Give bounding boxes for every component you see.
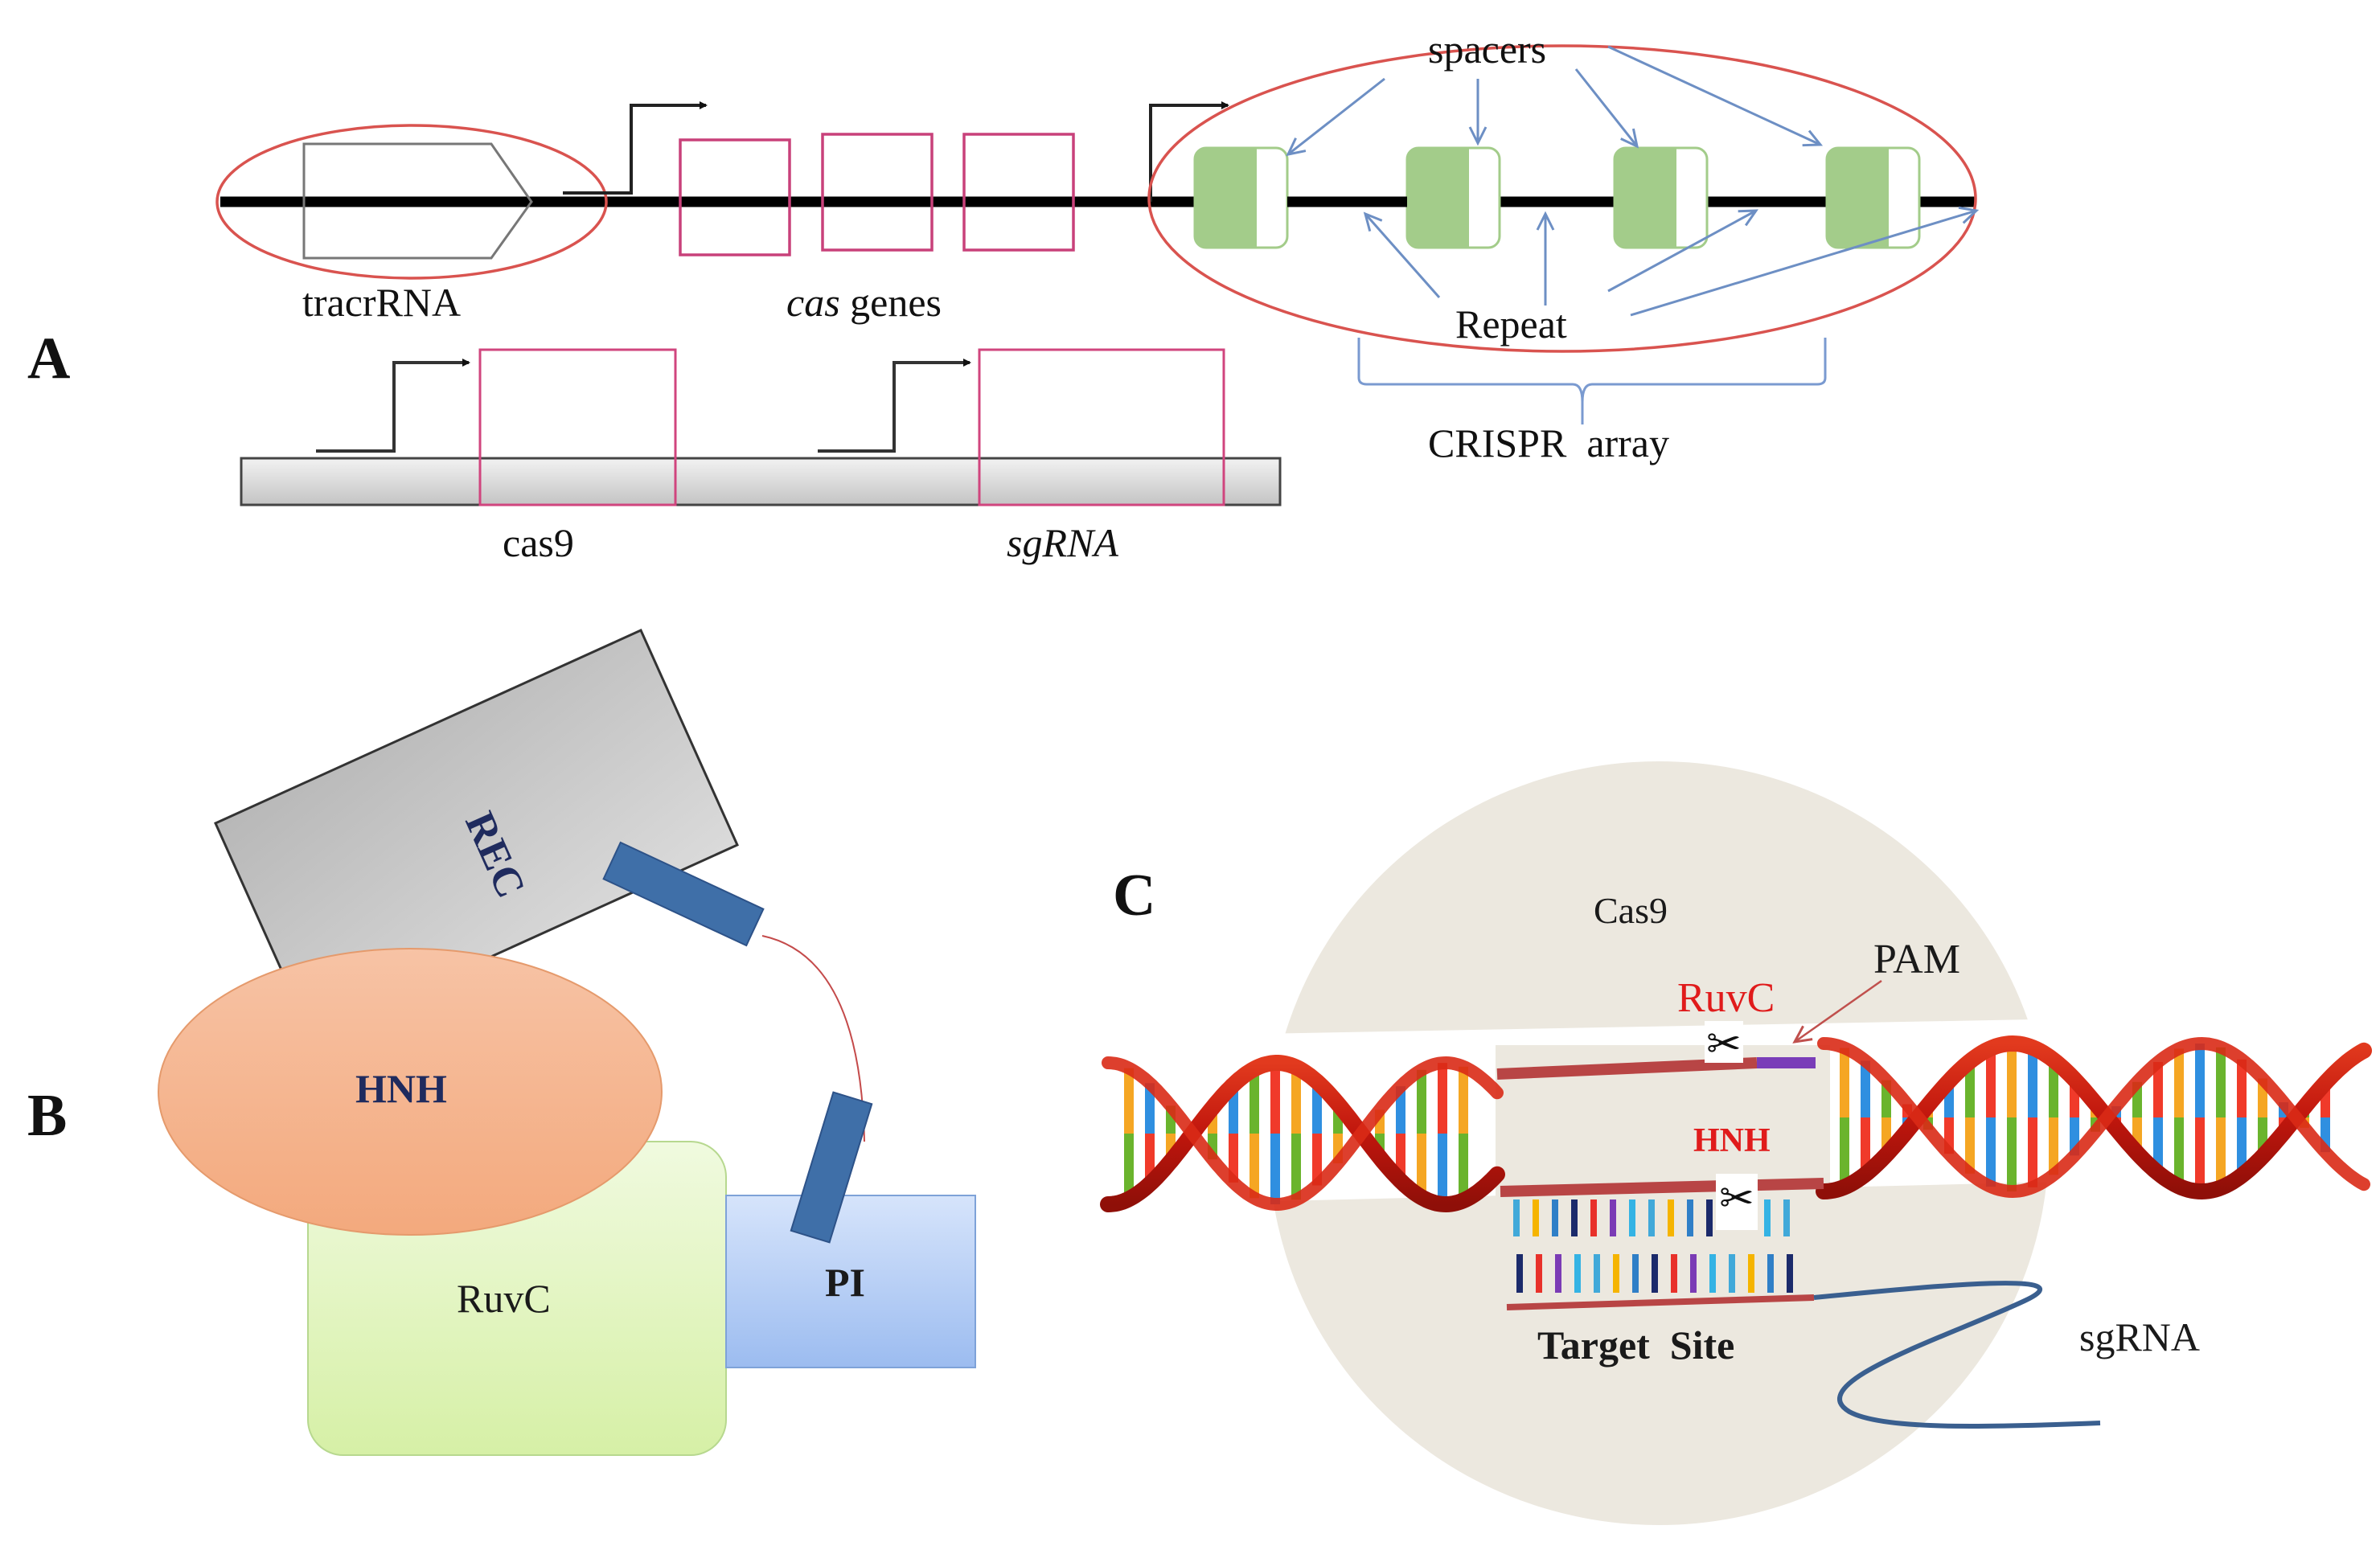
cas-gene-box-1: [679, 138, 791, 256]
tracrrna-highlight-ellipse: [215, 124, 608, 280]
dna-double-helix-left: [1100, 1055, 1505, 1213]
hnh-cut-label: HNH: [1693, 1122, 1771, 1159]
spacer-arrow-3: [1574, 68, 1639, 149]
promoter-arrow-cas-genes: [563, 101, 708, 195]
target-strand: [1500, 1178, 1824, 1197]
cas9-gene-label: cas9: [503, 520, 574, 565]
hnh-scissors-icon: ✂: [1719, 1175, 1754, 1223]
promoter-arrow-sgrna: [818, 359, 971, 453]
rec-pi-linker: [761, 935, 865, 1142]
cas9-inner-region: [1496, 1045, 1830, 1206]
tracrrna-label: tracrRNA: [302, 280, 461, 325]
panel-c: C ✂ ✂ Cas9 PAM RuvC HNH Target Site sgRN…: [1085, 761, 2380, 1525]
sgrna-spacer-strand: [1506, 1294, 1815, 1310]
crispr-array-brace: [1357, 338, 1827, 424]
repeat-segment: [1407, 148, 1469, 248]
pi-domain: [725, 1195, 976, 1368]
spacer-arrows: [1286, 45, 1824, 157]
repeat-arrow-4: [1630, 206, 1980, 317]
crispr-unit-3: [1613, 146, 1709, 249]
helix-backbone-strand: [1816, 1035, 2372, 1200]
repeat-arrow-1: [1363, 211, 1441, 298]
helix-backbone-strand: [1102, 1056, 1504, 1211]
cas-genes-label-italic: cas: [786, 280, 840, 325]
repeat-arrow-3: [1607, 209, 1758, 293]
cas-gene-box-3: [962, 133, 1075, 252]
crispr-array-label: CRISPR array: [1428, 420, 1669, 465]
cas9-gene-box: [478, 348, 677, 506]
ruvc-cut-label: RuvC: [1677, 975, 1775, 1021]
spacers-label: spacers: [1428, 27, 1546, 72]
panel-label-b: B: [27, 1083, 67, 1149]
crispr-unit-4: [1825, 146, 1921, 249]
linker-helix-top: [602, 841, 765, 947]
spacer-arrow-4: [1607, 45, 1824, 147]
crispr-unit-2: [1405, 146, 1501, 249]
non-target-strand: [1496, 1057, 1758, 1080]
dna-double-helix-right: [1816, 1035, 2372, 1200]
cas-genes-label: cas genes: [786, 280, 942, 325]
panel-label-a: A: [27, 326, 70, 392]
hnh-scissors-bg: [1716, 1174, 1758, 1230]
linker-helix-bottom: [790, 1091, 873, 1244]
ruvc-scissors-icon: ✂: [1706, 1020, 1742, 1068]
promoter-arrow-cas9: [316, 359, 470, 453]
sgrna-scaffold: [1813, 1281, 2101, 1429]
expression-vector-bar: [240, 457, 1282, 506]
hnh-domain: [158, 948, 663, 1236]
cas-genes-label-rest: genes: [840, 280, 942, 325]
pi-label: PI: [825, 1260, 865, 1305]
crispr-unit-1: [1193, 146, 1289, 249]
repeat-label: Repeat: [1455, 301, 1567, 346]
crispr-array-highlight-ellipse: [1147, 44, 1977, 353]
helix-backbone-strand: [1100, 1055, 1505, 1213]
tracrrna-gene-shape: [302, 142, 533, 260]
panel-a: A tracrRNA cas genes: [27, 27, 1980, 565]
panel-label-c: C: [1113, 863, 1155, 929]
repeat-arrows: [1363, 206, 1980, 317]
promoter-arrow-crispr-array: [1149, 101, 1229, 202]
cas9-protein-label: Cas9: [1594, 890, 1668, 931]
repeat-segment: [1827, 148, 1889, 248]
rec-domain: [214, 629, 739, 1039]
pam-pointer-arrow: [1792, 979, 1882, 1044]
sgrna-gene-box: [978, 348, 1225, 506]
pam-label: PAM: [1873, 937, 1960, 982]
sgrna-gene-label: sgRNA: [1007, 520, 1118, 565]
panel-b: B REC HNH RuvC PI: [27, 629, 976, 1456]
target-site-base-pairs: [1513, 1199, 1793, 1293]
target-site-label: Target Site: [1537, 1322, 1734, 1368]
cas-gene-box-2: [821, 133, 934, 252]
ruvc-scissors-bg: [1705, 1021, 1743, 1063]
repeat-segment: [1615, 148, 1676, 248]
sgrna-label: sgRNA: [2079, 1314, 2200, 1359]
ruvc-label: RuvC: [457, 1276, 551, 1321]
spacer-arrow-1: [1286, 77, 1385, 157]
helix-backbone-strand: [1817, 1036, 2370, 1199]
hnh-label: HNH: [355, 1066, 447, 1111]
repeat-segment: [1195, 148, 1257, 248]
